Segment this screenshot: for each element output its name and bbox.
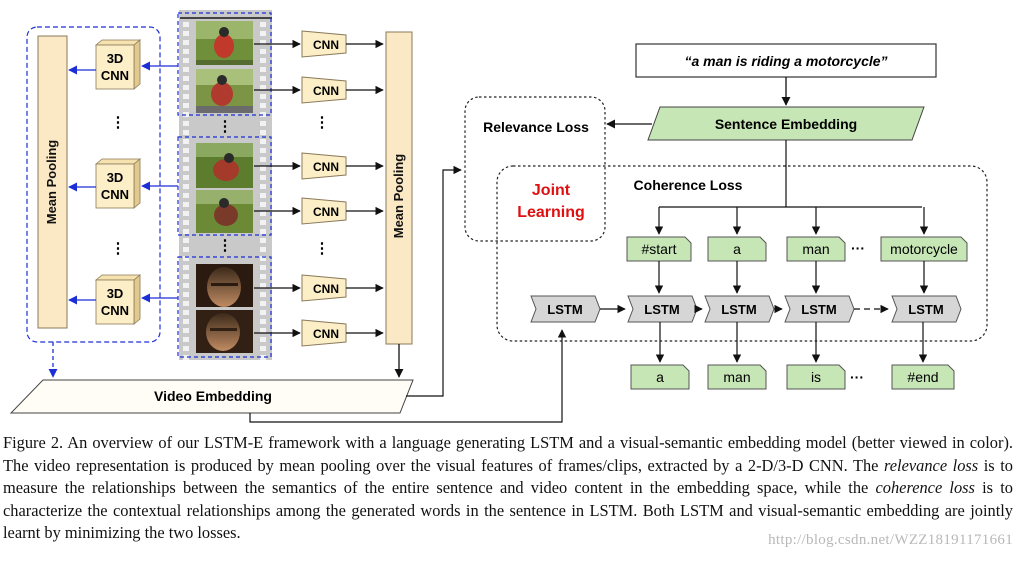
clip-group-1 bbox=[177, 12, 272, 116]
cnn3d-label-2a: 3D bbox=[107, 170, 124, 185]
cnn-label-5: CNN bbox=[313, 282, 339, 296]
frame-motorcycle-4 bbox=[196, 190, 253, 233]
lstm-unit-2 bbox=[627, 295, 698, 323]
output-word-3-box bbox=[786, 364, 846, 390]
sentence-embedding-box bbox=[647, 106, 925, 141]
output-word-4-box bbox=[891, 364, 955, 390]
coherence-loss-label: Coherence Loss bbox=[634, 177, 743, 193]
input-word-2-box bbox=[707, 236, 767, 262]
clip-group-3 bbox=[177, 256, 272, 358]
output-word-2: man bbox=[723, 369, 750, 385]
cnn3d-label-1b: CNN bbox=[101, 68, 129, 83]
vdots-frames-2: ⋮ bbox=[218, 237, 233, 254]
input-word-1: #start bbox=[641, 241, 676, 257]
relevance-loss-label: Relevance Loss bbox=[483, 119, 589, 135]
cnn-block-2 bbox=[301, 76, 347, 104]
input-word-3: man bbox=[802, 241, 829, 257]
video-embedding-label: Video Embedding bbox=[154, 388, 272, 404]
input-word-2: a bbox=[733, 241, 741, 257]
cnn-label-1: CNN bbox=[313, 38, 339, 52]
cnn-label-3: CNN bbox=[313, 160, 339, 174]
cnn-label-2: CNN bbox=[313, 84, 339, 98]
output-word-1: a bbox=[656, 369, 664, 385]
cnn3d-label-3b: CNN bbox=[101, 303, 129, 318]
sentence-embedding-label: Sentence Embedding bbox=[715, 116, 857, 132]
output-word-2-box bbox=[707, 364, 767, 390]
caption-part-1: Figure 2. An overview of our LSTM-E fram… bbox=[3, 433, 1013, 475]
lstm-label-2: LSTM bbox=[644, 302, 679, 317]
frame-motorcycle-2 bbox=[196, 69, 253, 113]
vdots-frames-1: ⋮ bbox=[218, 118, 233, 135]
figure-caption: Figure 2. An overview of our LSTM-E fram… bbox=[3, 432, 1013, 545]
frame-face-2 bbox=[196, 310, 253, 353]
lstm-unit-1 bbox=[530, 295, 601, 323]
cnn-label-6: CNN bbox=[313, 327, 339, 341]
cnn-block-6 bbox=[301, 319, 347, 347]
pooling-3dcnn-group bbox=[26, 26, 161, 343]
caption-part-3: is to characterize the contextual relati… bbox=[3, 478, 1013, 542]
lstm-unit-5 bbox=[891, 295, 962, 323]
sentence-box bbox=[635, 43, 937, 78]
video-embedding-box bbox=[9, 379, 414, 414]
cnn-label-4: CNN bbox=[313, 205, 339, 219]
lstm-unit-3 bbox=[704, 295, 775, 323]
cnn3d-label-1a: 3D bbox=[107, 51, 124, 66]
input-word-4-box bbox=[880, 236, 968, 262]
vdots-cnn-1: ⋮ bbox=[315, 114, 330, 131]
joint-learning-label-2: Learning bbox=[517, 204, 585, 221]
input-ellipsis: ··· bbox=[851, 240, 865, 256]
mean-pooling-right-label: Mean Pooling bbox=[391, 154, 406, 239]
frame-face-1 bbox=[196, 264, 253, 307]
mean-pooling-right-bar bbox=[385, 31, 413, 345]
cnn3d-block-2: 3D CNN bbox=[94, 158, 142, 209]
sentence-text: “a man is riding a motorcycle” bbox=[684, 53, 887, 69]
mean-pooling-left-label: Mean Pooling bbox=[44, 140, 59, 225]
cnn-block-4 bbox=[301, 197, 347, 225]
relevance-loss-box bbox=[464, 96, 606, 242]
vdots-3dcnn-2: ⋮ bbox=[111, 240, 126, 257]
cnn3d-block-1: 3D CNN bbox=[94, 39, 142, 90]
cnn-block-1 bbox=[301, 30, 347, 58]
lstm-label-5: LSTM bbox=[908, 302, 943, 317]
caption-part-2: is to measure the relationships between … bbox=[3, 455, 1013, 498]
output-ellipsis: ··· bbox=[850, 369, 864, 385]
cnn3d-block-3: 3D CNN bbox=[94, 274, 142, 325]
cnn-block-5 bbox=[301, 274, 347, 302]
lstm-unit-4 bbox=[784, 295, 855, 323]
diagram: Mean Pooling 3D CNN 3D CNN 3D CNN ⋮ ⋮ bbox=[9, 10, 988, 423]
mean-pooling-left-bar bbox=[37, 35, 68, 329]
frame-motorcycle-3 bbox=[196, 143, 253, 188]
cnn3d-label-2b: CNN bbox=[101, 187, 129, 202]
output-word-1-box bbox=[630, 364, 690, 390]
input-word-1-box bbox=[626, 236, 692, 262]
lstm-label-4: LSTM bbox=[801, 302, 836, 317]
cnn-block-3 bbox=[301, 152, 347, 180]
clip-group-2 bbox=[177, 136, 272, 236]
vdots-cnn-2: ⋮ bbox=[315, 240, 330, 257]
input-word-3-box bbox=[786, 236, 846, 262]
watermark: http://blog.csdn.net/WZZ18191171661 bbox=[768, 532, 1013, 548]
caption-coherence-term: coherence loss bbox=[875, 478, 975, 497]
vdots-3dcnn-1: ⋮ bbox=[111, 114, 126, 131]
output-word-3: is bbox=[811, 369, 821, 385]
joint-learning-label-1: Joint bbox=[532, 182, 571, 199]
input-word-4: motorcycle bbox=[890, 241, 958, 257]
cnn3d-label-3a: 3D bbox=[107, 286, 124, 301]
lstm-label-3: LSTM bbox=[721, 302, 756, 317]
lstm-label-1: LSTM bbox=[547, 302, 582, 317]
caption-relevance-term: relevance loss bbox=[884, 455, 979, 475]
coherence-loss-box bbox=[496, 165, 988, 342]
output-word-4: #end bbox=[907, 369, 938, 385]
frame-motorcycle-1 bbox=[196, 21, 253, 65]
